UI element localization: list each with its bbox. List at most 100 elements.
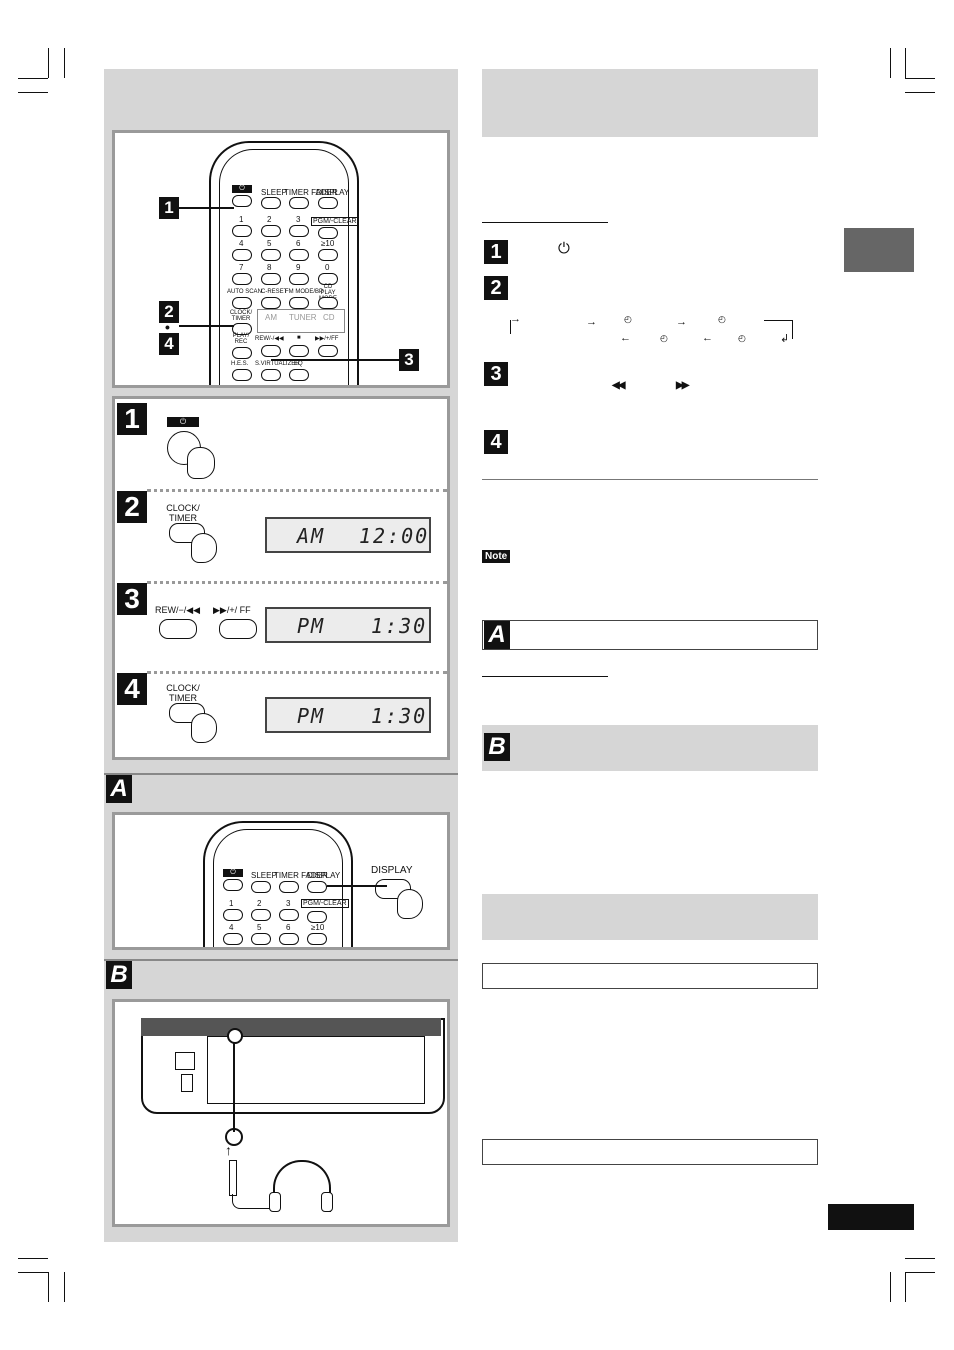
clock-timer-key[interactable] [232, 323, 252, 335]
key-label: ≥10 [321, 239, 335, 248]
crop-mark [64, 48, 65, 78]
section-a-badge: A [484, 621, 510, 649]
pgm-clear-key[interactable] [307, 911, 327, 923]
sleep-key[interactable] [261, 197, 281, 209]
ff-key[interactable] [318, 345, 338, 357]
display-key[interactable] [318, 197, 338, 209]
hes-key[interactable] [232, 369, 252, 381]
key-label: 0 [325, 263, 330, 272]
subheading-rule [482, 222, 608, 223]
skip-back-symbol: ◀◀ [612, 380, 625, 391]
finger-icon [191, 533, 217, 563]
title-banner [482, 69, 818, 137]
key-label: 7 [239, 263, 244, 272]
subsection-box [482, 1139, 818, 1165]
rew-label: REW/−/◀◀ [155, 605, 201, 615]
ff-button[interactable] [219, 619, 257, 639]
remote-control [209, 141, 359, 385]
key-4[interactable] [232, 249, 252, 261]
lcd-time: 12:00 [359, 524, 430, 548]
rew-button[interactable] [159, 619, 197, 639]
jack-circle [225, 1128, 243, 1146]
eq-key[interactable] [289, 369, 309, 381]
power-button[interactable]: ⏻ [223, 869, 243, 877]
key-0[interactable] [318, 273, 338, 285]
lcd-ampm: PM [297, 704, 326, 728]
key-6[interactable] [279, 933, 299, 945]
cycle-start-bracket [510, 320, 511, 334]
crop-mark [905, 1272, 935, 1273]
auto-scan-key[interactable] [232, 297, 252, 309]
arrow-right-icon: → [586, 316, 597, 328]
key-label: 2 [267, 215, 272, 224]
crop-mark [64, 1272, 65, 1302]
divider [147, 489, 447, 492]
section-b-header [482, 725, 818, 771]
key-1[interactable] [223, 909, 243, 921]
key-8[interactable] [261, 273, 281, 285]
timer-fader-key[interactable] [289, 197, 309, 209]
crop-mark [905, 1258, 935, 1259]
section-rule [482, 479, 818, 480]
key-label: 1 [239, 215, 244, 224]
c-reset-key[interactable] [261, 297, 281, 309]
rew-key[interactable] [261, 345, 281, 357]
clock-timer-label: CLOCK/ TIMER [166, 503, 200, 523]
ac-inlet [175, 1052, 195, 1070]
key-10plus[interactable] [318, 249, 338, 261]
power-button[interactable]: ⏻ [232, 185, 252, 193]
key-2[interactable] [261, 225, 281, 237]
key-label: 6 [286, 923, 291, 932]
right-step-2: 2 [484, 276, 508, 300]
lcd-display: PM 1:30 [265, 697, 431, 733]
display-key[interactable] [307, 881, 327, 893]
section-b-badge: B [484, 733, 510, 761]
key-3[interactable] [289, 225, 309, 237]
arrow-left-icon: ← [620, 332, 631, 344]
cd-play-mode-key[interactable] [318, 297, 338, 309]
callout-line [327, 885, 387, 887]
power-key[interactable] [232, 195, 252, 207]
key-label: PGM/-CLEAR [311, 217, 359, 226]
key-9[interactable] [289, 273, 309, 285]
page-number-block [828, 1204, 914, 1230]
key-2[interactable] [251, 909, 271, 921]
key-label: 5 [257, 923, 262, 932]
key-label: FM MODE/BP [285, 289, 324, 295]
lcd-time: 1:30 [371, 704, 428, 728]
ff-label: ▶▶/+/ FF [213, 605, 251, 615]
sleep-key[interactable] [251, 881, 271, 893]
headphone-cup [269, 1192, 281, 1212]
key-label: CLOCK/ TIMER [229, 310, 253, 322]
key-1[interactable] [232, 225, 252, 237]
clock-icon: ◴ [624, 314, 632, 324]
crop-mark [890, 48, 891, 78]
crop-mark [905, 92, 935, 93]
stop-key[interactable] [289, 345, 309, 357]
divider [147, 581, 447, 584]
timer-fader-key[interactable] [279, 881, 299, 893]
key-3[interactable] [279, 909, 299, 921]
lcd-ampm: AM [297, 524, 326, 548]
section-b-badge: B [106, 961, 132, 989]
callout-step-3: 3 [399, 349, 419, 371]
lcd-display: AM 12:00 [265, 517, 431, 553]
fm-mode-key[interactable] [289, 297, 309, 309]
key-5[interactable] [261, 249, 281, 261]
key-5[interactable] [251, 933, 271, 945]
key-label: S.VIRTUALIZER [255, 361, 300, 367]
virtualizer-key[interactable] [261, 369, 281, 381]
key-label: 5 [267, 239, 272, 248]
key-4[interactable] [223, 933, 243, 945]
power-key[interactable] [223, 879, 243, 891]
unit-top-strip [141, 1018, 441, 1036]
finger-icon [397, 889, 423, 919]
key-7[interactable] [232, 273, 252, 285]
key-10plus[interactable] [307, 933, 327, 945]
phones-jack[interactable] [227, 1028, 243, 1044]
play-rec-key[interactable] [232, 347, 252, 359]
pgm-clear-key[interactable] [318, 227, 338, 239]
key-6[interactable] [289, 249, 309, 261]
timer-fader-label: TIMER FADER [274, 871, 328, 880]
key-label: 4 [239, 239, 244, 248]
